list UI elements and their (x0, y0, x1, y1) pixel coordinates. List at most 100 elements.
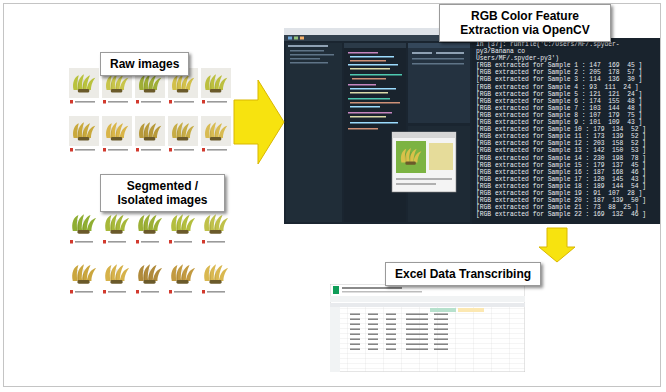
ide-screenshot-part (348, 64, 398, 66)
spreadsheet-screenshot (330, 284, 525, 372)
spreadsheet-screenshot-part (406, 329, 428, 330)
spreadsheet-screenshot-part (386, 324, 396, 325)
spreadsheet-screenshot-part (386, 339, 396, 340)
raw-image-grid-part (69, 68, 99, 104)
spreadsheet-screenshot-part (386, 344, 396, 345)
raw-image-grid-part (201, 68, 231, 104)
ide-screenshot-part (412, 63, 464, 65)
console-line: [RGB extracted for Sample 16 : 187 168 4… (476, 169, 657, 176)
console-line: [RGB extracted for Sample 13 : 142 150 5… (476, 147, 657, 154)
raw-image-grid-part (102, 116, 132, 152)
ide-screenshot-part (350, 60, 386, 62)
segmented-image-grid-part (169, 264, 195, 293)
spreadsheet-screenshot-part (368, 344, 378, 345)
spreadsheet-screenshot-part (368, 319, 378, 320)
console-line: [RGB extracted for Sample 5 : 121 121 24… (476, 91, 657, 98)
console-line: [RGB extracted for Sample 17 : 120 145 4… (476, 176, 657, 183)
spreadsheet-screenshot-part (350, 319, 360, 320)
flow-arrow (539, 228, 575, 262)
spreadsheet-screenshot-part (434, 339, 448, 340)
ide-screenshot-part (350, 74, 402, 76)
spreadsheet-screenshot-part (406, 334, 428, 335)
spreadsheet-screenshot-part (350, 349, 360, 350)
console-line: Users/MF/.spyder-py3') (476, 55, 657, 62)
ide-screenshot-part (350, 88, 396, 90)
ide-screenshot-part (401, 148, 422, 165)
ide-screenshot-part (294, 37, 298, 40)
spreadsheet-screenshot-part (368, 349, 378, 350)
console-line: In [37]: runfile('C:/Users/MF/.spyder-py… (476, 41, 657, 55)
ide-screenshot-part (350, 56, 394, 58)
ide-screenshot-part (392, 132, 456, 138)
image-panel: Segmented / Isolated images (66, 172, 234, 306)
heading-label: Raw images (100, 52, 189, 76)
ide-screenshot-part (350, 102, 400, 104)
console-line: [RGB extracted for Sample 10 : 179 134 5… (476, 126, 657, 133)
segmented-image-grid-part (202, 264, 228, 293)
console-line: [RGB extracted for Sample 22 : 169 132 4… (476, 211, 657, 218)
segmented-image-grid-part (103, 264, 129, 293)
ide-screenshot-part (412, 52, 432, 54)
spreadsheet-screenshot-part (342, 291, 422, 293)
ide-screenshot-part (350, 116, 386, 118)
spreadsheet-screenshot-part (406, 349, 428, 350)
segmented-image-grid-part (136, 264, 162, 293)
segmented-image-grid-part (70, 264, 96, 293)
ide-screenshot-part (290, 50, 324, 52)
spreadsheet-screenshot-part (406, 319, 428, 320)
ide-screenshot-part (408, 43, 470, 48)
ide-screenshot-part (288, 45, 328, 47)
spreadsheet-screenshot-part (386, 334, 396, 335)
spreadsheet-screenshot-part (406, 324, 428, 325)
spreadsheet-screenshot-part (342, 287, 402, 289)
spreadsheet-screenshot-part (350, 334, 360, 335)
ide-screenshot-part (396, 183, 436, 185)
ide-screenshot-part (429, 143, 453, 170)
ide-screenshot-part (348, 112, 392, 114)
ide-screenshot-part (290, 54, 334, 56)
image-panel: RGB Color Feature Extraction via OpenCV (284, 4, 662, 228)
spreadsheet-screenshot-part (458, 308, 484, 312)
image-panel: Excel Data Transcribing (325, 262, 580, 376)
console-line: [RGB extracted for Sample 15 : 179 137 4… (476, 162, 657, 169)
spreadsheet-screenshot-part (368, 339, 378, 340)
console-line: [RGB extracted for Sample 7 : 103 144 48… (476, 105, 657, 112)
spreadsheet-screenshot-part (434, 319, 448, 320)
ide-screenshot-part (288, 37, 292, 40)
ide-screenshot-part (350, 122, 398, 124)
console-line: [RGB extracted for Sample 9 : 101 109 43… (476, 119, 657, 126)
heading-label: RGB Color Feature Extraction via OpenCV (439, 4, 611, 42)
console-line: [RGB extracted for Sample 6 : 174 155 48… (476, 98, 657, 105)
console-line: [RGB extracted for Sample 11 : 173 139 5… (476, 133, 657, 140)
segmented-image-grid (68, 206, 232, 304)
console-line: [RGB extracted for Sample 14 : 230 198 7… (476, 155, 657, 162)
ide-screenshot-part (396, 178, 452, 180)
heading-label: Segmented / Isolated images (100, 174, 225, 212)
console-panel: In [37]: runfile('C:/Users/MF/.spyder-py… (472, 38, 660, 224)
spreadsheet-screenshot-part (434, 344, 448, 345)
spreadsheet-screenshot-part (330, 307, 525, 372)
spreadsheet-screenshot-part (434, 324, 448, 325)
console-line: [RGB extracted for Sample 19 : 91 107 28… (476, 190, 657, 197)
spreadsheet-screenshot-part (406, 314, 428, 315)
ide-screenshot-part (286, 43, 342, 222)
ide-screenshot-part (350, 68, 390, 70)
spreadsheet-screenshot-part (386, 319, 396, 320)
spreadsheet-screenshot-part (368, 329, 378, 330)
raw-image-grid-part (201, 116, 231, 152)
spreadsheet-screenshot-part (368, 314, 378, 315)
spreadsheet-screenshot-part (330, 284, 525, 372)
ide-screenshot-part (284, 28, 472, 224)
spreadsheet-screenshot-part (434, 334, 448, 335)
spreadsheet-screenshot-part (350, 314, 360, 315)
spreadsheet-screenshot-part (350, 329, 360, 330)
segmented-image-grid-part (202, 214, 228, 243)
spreadsheet-screenshot-part (330, 296, 525, 302)
segmented-image-grid-part (136, 214, 162, 243)
console-line: [RGB extracted for Sample 2 : 205 178 57… (476, 69, 657, 76)
spreadsheet-screenshot-part (406, 344, 428, 345)
spreadsheet-screenshot-part (330, 303, 525, 307)
spreadsheet-screenshot-part (333, 286, 339, 294)
ide-screenshot-part (300, 37, 304, 40)
raw-image-grid-part (69, 116, 99, 152)
